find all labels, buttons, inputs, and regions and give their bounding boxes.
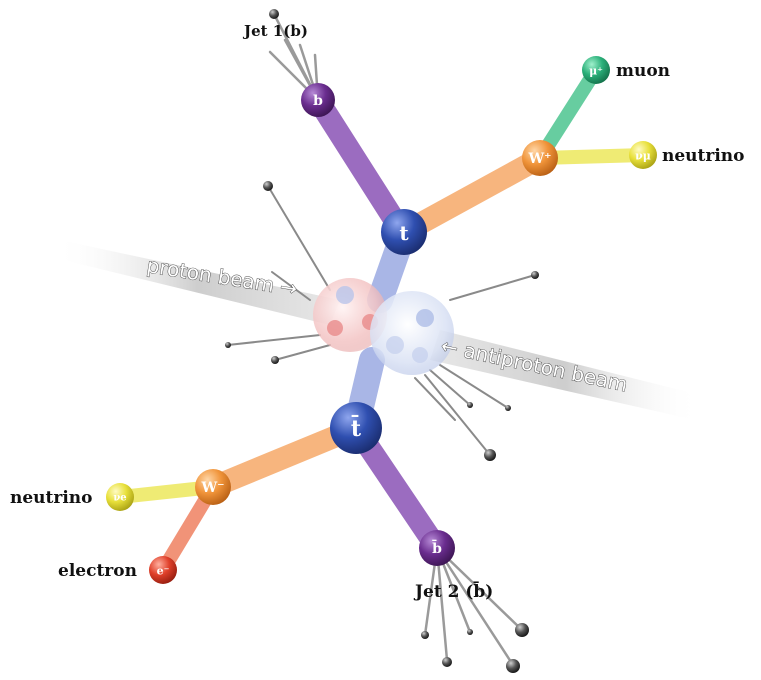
- svg-text:e⁻: e⁻: [157, 565, 170, 578]
- w-plus-boson: W⁺: [522, 140, 558, 176]
- jet2-particles: [421, 623, 529, 673]
- muon-neutrino-particle: νμ: [629, 141, 657, 169]
- top-quark: t: [381, 209, 427, 255]
- jet2-label: Jet 2 (b̄): [413, 581, 493, 602]
- antiproton: [370, 291, 454, 375]
- jet1-label: Jet 1(b): [242, 22, 308, 40]
- bottom-quark: b: [301, 83, 335, 117]
- svg-text:W⁻: W⁻: [200, 480, 224, 496]
- svg-text:νμ: νμ: [635, 150, 651, 163]
- electron-label: electron: [58, 561, 137, 581]
- muon-particle: μ⁺: [582, 56, 610, 84]
- svg-text:t: t: [399, 221, 409, 245]
- neutrino-top-label: neutrino: [662, 146, 745, 166]
- debris-tracks: [227, 185, 536, 456]
- antitop-quark: t̄: [330, 402, 382, 454]
- svg-text:W⁺: W⁺: [527, 151, 551, 167]
- antiproton-beam: [430, 330, 700, 420]
- electron-particle: e⁻: [149, 556, 177, 584]
- debris-particles: [225, 181, 539, 461]
- proton: [313, 278, 387, 352]
- electron-neutrino-particle: νe: [106, 483, 134, 511]
- antibottom-quark: b̄: [419, 530, 455, 566]
- w-minus-boson: W⁻: [195, 469, 231, 505]
- svg-text:b: b: [313, 93, 323, 109]
- muon-label: muon: [616, 61, 670, 81]
- svg-text:t̄: t̄: [351, 414, 362, 442]
- jet1-particle: [269, 9, 279, 19]
- svg-text:b̄: b̄: [432, 538, 442, 557]
- svg-text:μ⁺: μ⁺: [589, 65, 603, 78]
- neutrino-left-label: neutrino: [10, 488, 93, 508]
- svg-text:νe: νe: [113, 493, 126, 504]
- proton-beam: [55, 240, 340, 325]
